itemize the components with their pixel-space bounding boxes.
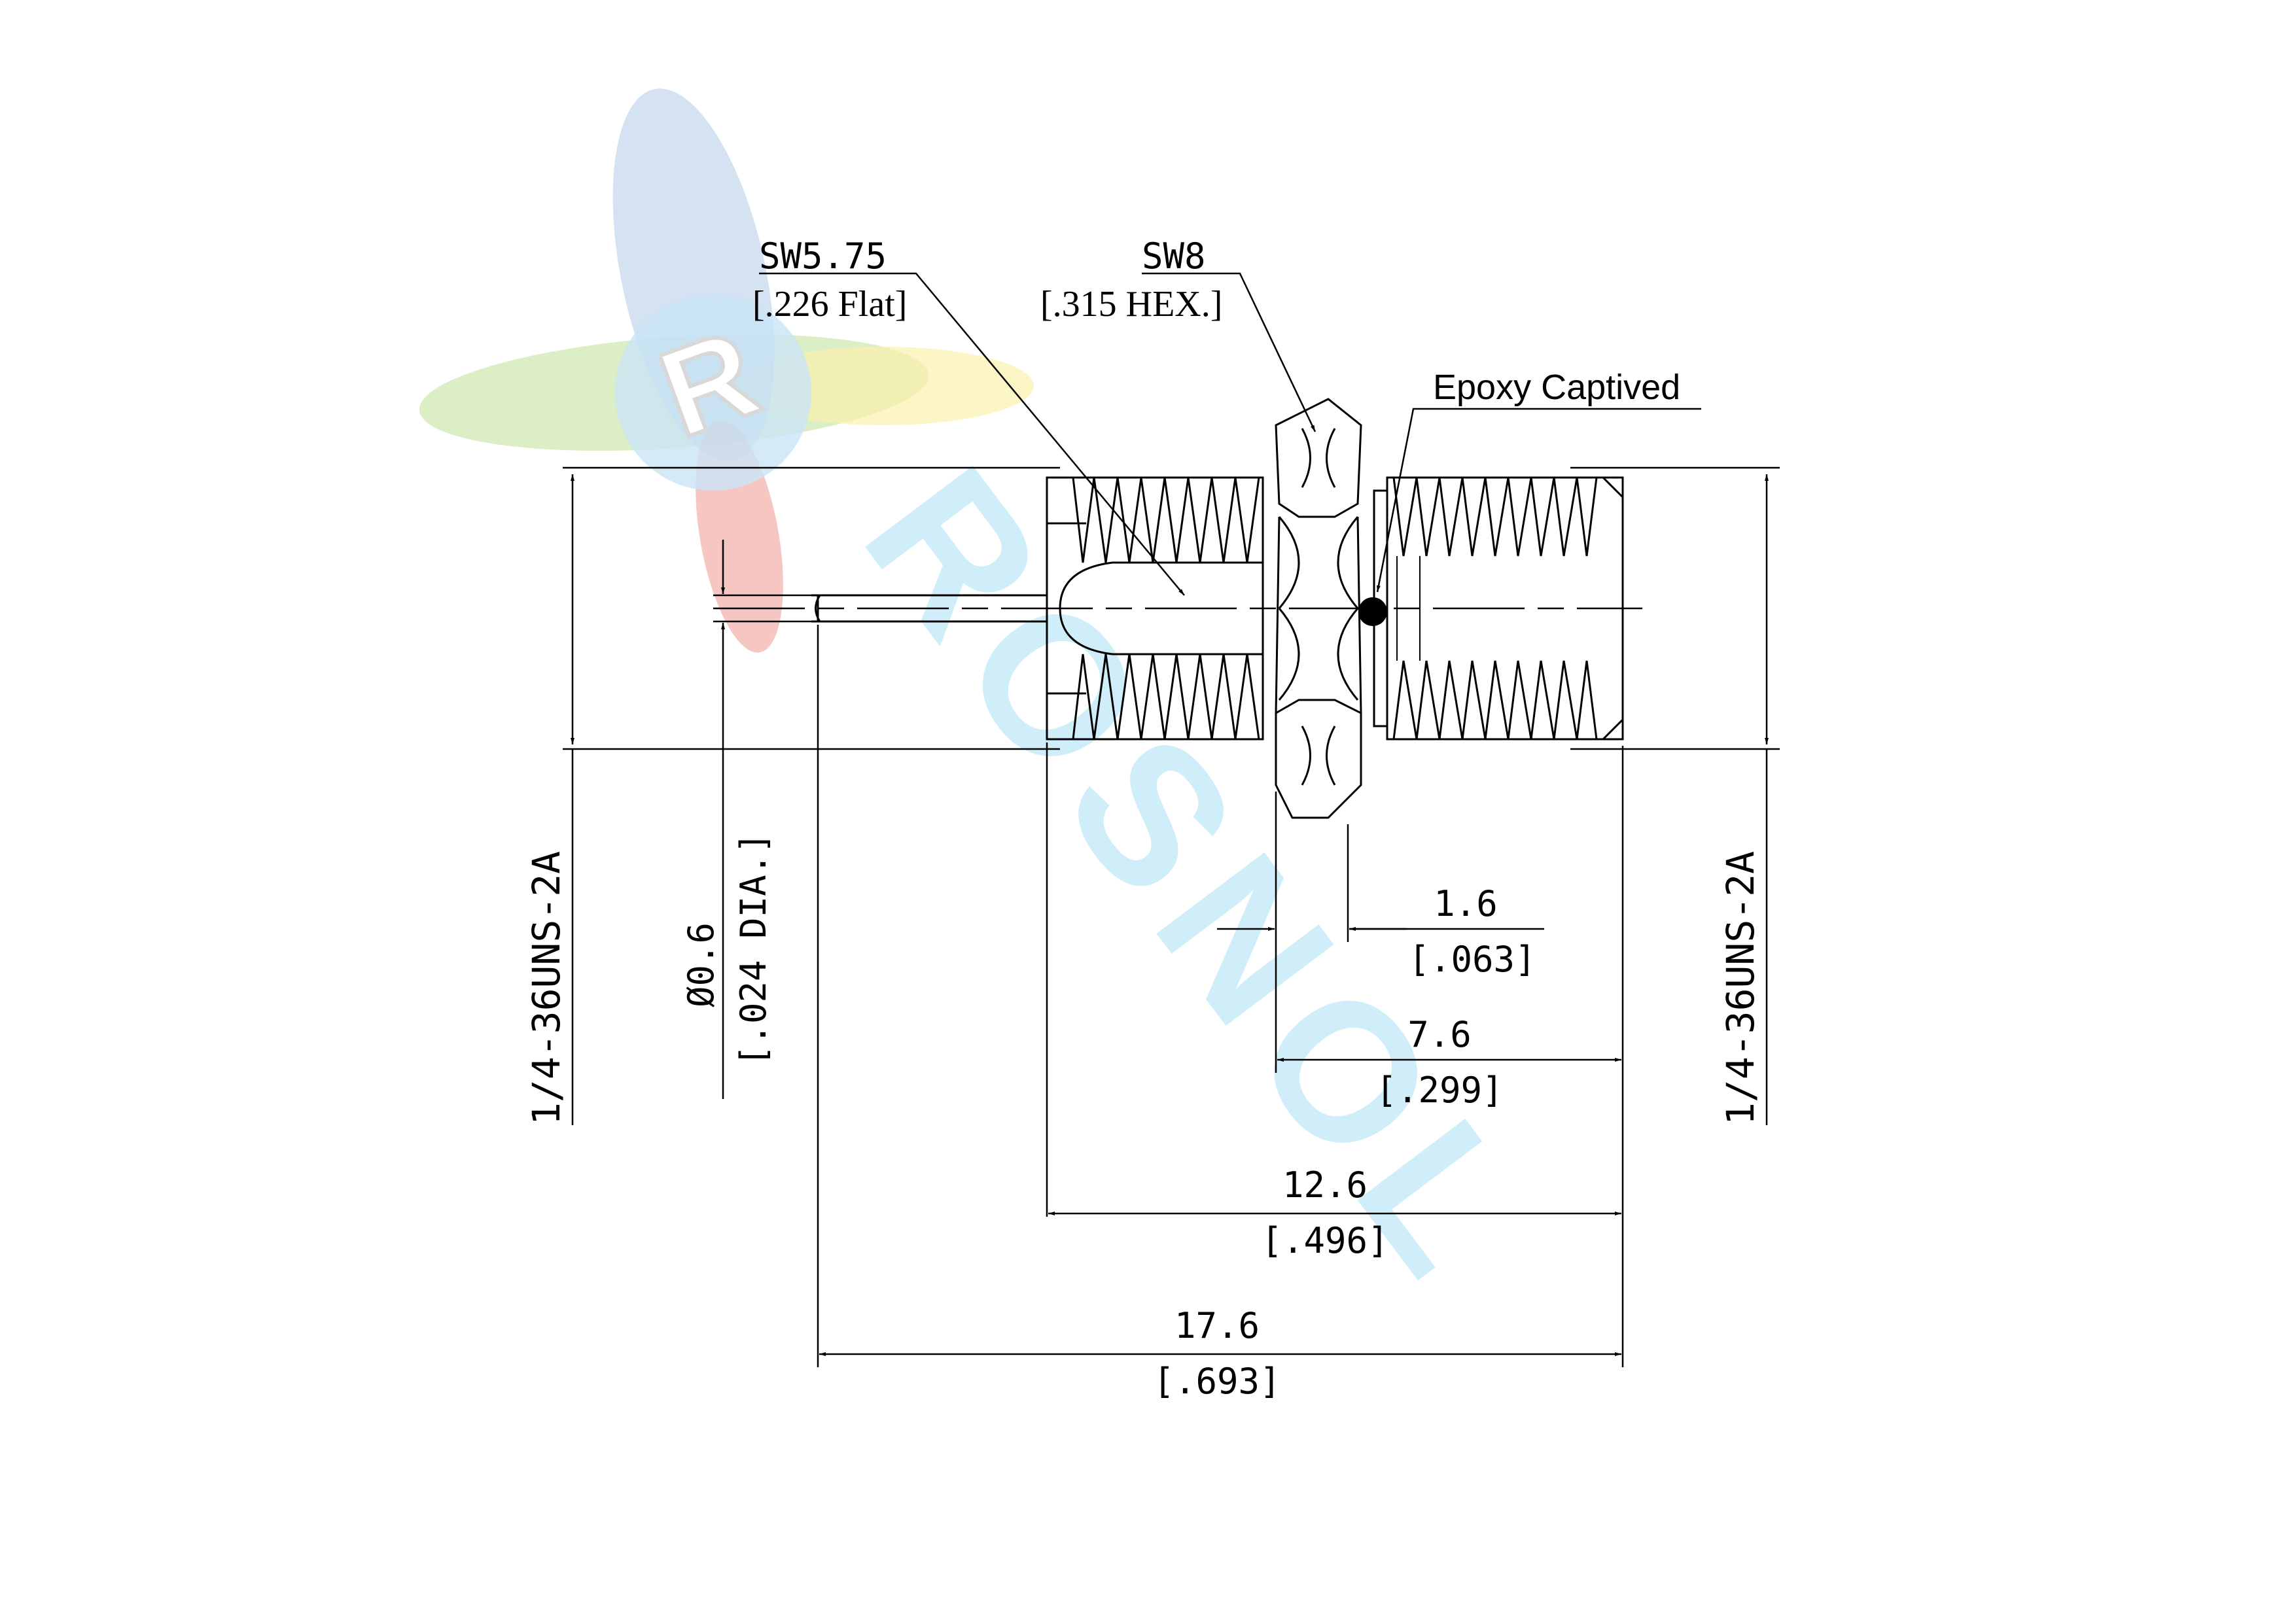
pin-dia-imperial-label: [.024 DIA.]: [733, 832, 774, 1066]
sw-hex-metric-label: SW8: [1142, 236, 1206, 277]
dim-2-imperial: [.299]: [1375, 1070, 1503, 1111]
epoxy-label: Epoxy Captived: [1433, 368, 1680, 407]
epoxy-dot: [1358, 597, 1387, 626]
dim-3-metric: 12.6: [1282, 1164, 1368, 1206]
dim-1-metric: 1.6: [1434, 883, 1498, 924]
thread-left-label: 1/4-36UNS-2A: [524, 851, 569, 1125]
dim-2-metric: 7.6: [1407, 1014, 1472, 1055]
dim-4-metric: 17.6: [1174, 1305, 1260, 1346]
pin-dia-metric-label: Ø0.6: [680, 922, 722, 1007]
dim-3-imperial: [.496]: [1261, 1220, 1388, 1261]
sw-hex-imperial-label: [.315 HEX.]: [1040, 284, 1222, 324]
dim-4-imperial: [.693]: [1153, 1361, 1280, 1402]
watermark-logo: R: [419, 88, 1034, 653]
dimension-lines: [563, 272, 1780, 1367]
sw-flat-imperial-label: [.226 Flat]: [752, 284, 907, 324]
watermark-brand-text: ROSNOL: [824, 429, 1576, 1326]
dim-1-imperial: [.063]: [1408, 939, 1536, 980]
sw-flat-metric-label: SW5.75: [759, 236, 887, 277]
thread-right-label: 1/4-36UNS-2A: [1718, 851, 1763, 1125]
annotations: SW5.75 [.226 Flat] SW8 [.315 HEX.] Epoxy…: [524, 236, 1763, 1402]
